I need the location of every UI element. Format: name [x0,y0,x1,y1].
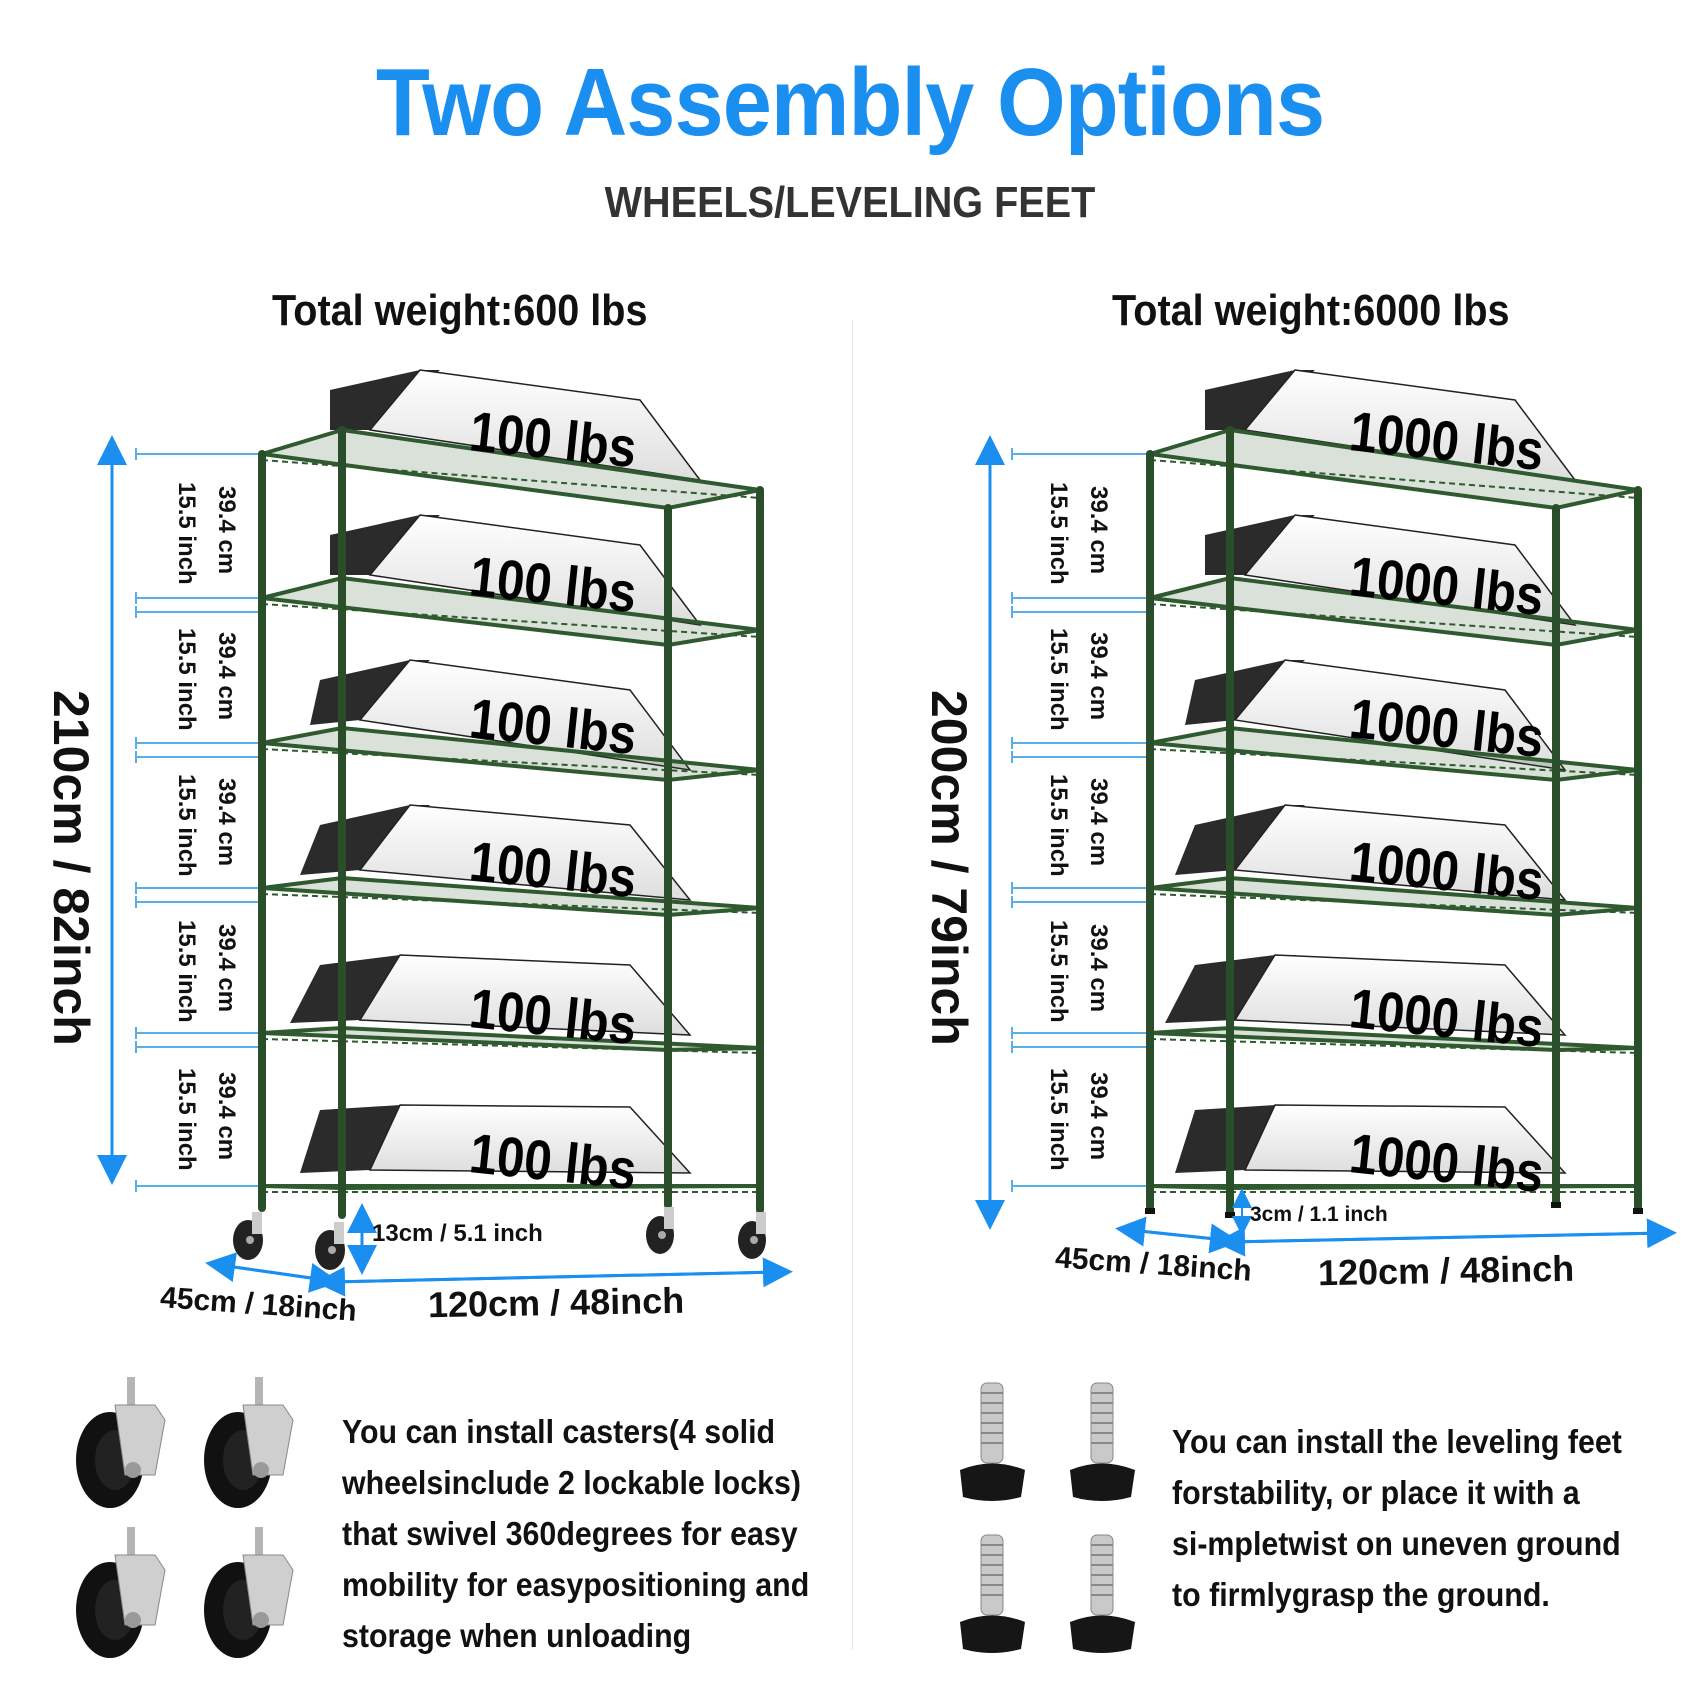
gap-cm-2: 39.4 cm [213,632,240,721]
leveling-foot-icon [959,1382,1136,1654]
gap-cm-4: 39.4 cm [1085,924,1112,1013]
gap-cm-4: 39.4 cm [213,924,240,1013]
shelf-rack-illustration [975,369,1677,1257]
description-line: si-mpletwist on uneven ground [1172,1525,1621,1562]
description-line: wheelsinclude 2 lockable locks) [342,1464,801,1501]
gap-inch-1: 15.5 inch [173,482,200,585]
gap-cm-1: 39.4 cm [1085,486,1112,575]
gap-inch-2: 15.5 inch [1045,628,1072,731]
shelf-rack-illustration [97,369,793,1297]
width-dim: 120cm / 48inch [427,1279,685,1326]
gap-inch-4: 15.5 inch [1045,920,1072,1023]
shelf-diagram-leveling-feet: 1000 lbs 1000 lbs 1000 lbs 1000 lbs 1000… [880,360,1700,1360]
description-line: forstability, or place it with a [1172,1474,1580,1511]
gap-inch-1: 15.5 inch [1045,482,1072,585]
gap-cm-3: 39.4 cm [213,778,240,867]
width-dim: 120cm / 48inch [1317,1247,1575,1294]
description-line: that swivel 360degrees for easy [342,1515,798,1552]
gap-cm-2: 39.4 cm [1085,632,1112,721]
page-subtitle: WHEELS/LEVELING FEET [604,178,1096,227]
base-clearance: 13cm / 5.1 inch [372,1220,543,1247]
gap-cm-3: 39.4 cm [1085,778,1112,867]
total-weight-wheels: Total weight:600 lbs [272,286,648,335]
gap-cm-5: 39.4 cm [213,1072,240,1161]
description-line: You can install the leveling feet [1172,1423,1622,1460]
center-divider [852,320,853,1650]
gap-inch-3: 15.5 inch [173,774,200,877]
leveling-feet-image [945,1375,1165,1675]
description-line: mobility for easypositioning and [342,1566,810,1603]
overall-height: 210cm / 82inch [43,690,99,1046]
gap-cm-5: 39.4 cm [1085,1072,1112,1161]
overall-height: 200cm / 79inch [921,690,977,1046]
page-title: Two Assembly Options [375,49,1325,156]
wheels-description: You can install casters(4 solid wheelsin… [342,1406,809,1661]
gap-inch-5: 15.5 inch [173,1068,200,1171]
leveling-feet-on-rack [1145,1202,1643,1218]
gap-inch-3: 15.5 inch [1045,774,1072,877]
gap-inch-2: 15.5 inch [173,628,200,731]
description-line: storage when unloading [342,1617,692,1654]
caster-wheels-on-rack [233,1207,766,1270]
shelf-diagram-wheels: 100 lbs 100 lbs 100 lbs 100 lbs 100 lbs … [0,360,820,1360]
total-weight-leveling-feet: Total weight:6000 lbs [1112,286,1510,335]
leveling-feet-description: You can install the leveling feet forsta… [1172,1416,1622,1620]
gap-inch-5: 15.5 inch [1045,1068,1072,1171]
gap-cm-1: 39.4 cm [213,486,240,575]
gap-inch-4: 15.5 inch [173,920,200,1023]
base-clearance: 3cm / 1.1 inch [1250,1203,1388,1226]
description-line: You can install casters(4 solid [342,1413,776,1450]
caster-wheel-icon [75,1376,294,1659]
caster-wheels-image [55,1375,315,1665]
description-line: to firmlygrasp the ground. [1172,1576,1550,1613]
